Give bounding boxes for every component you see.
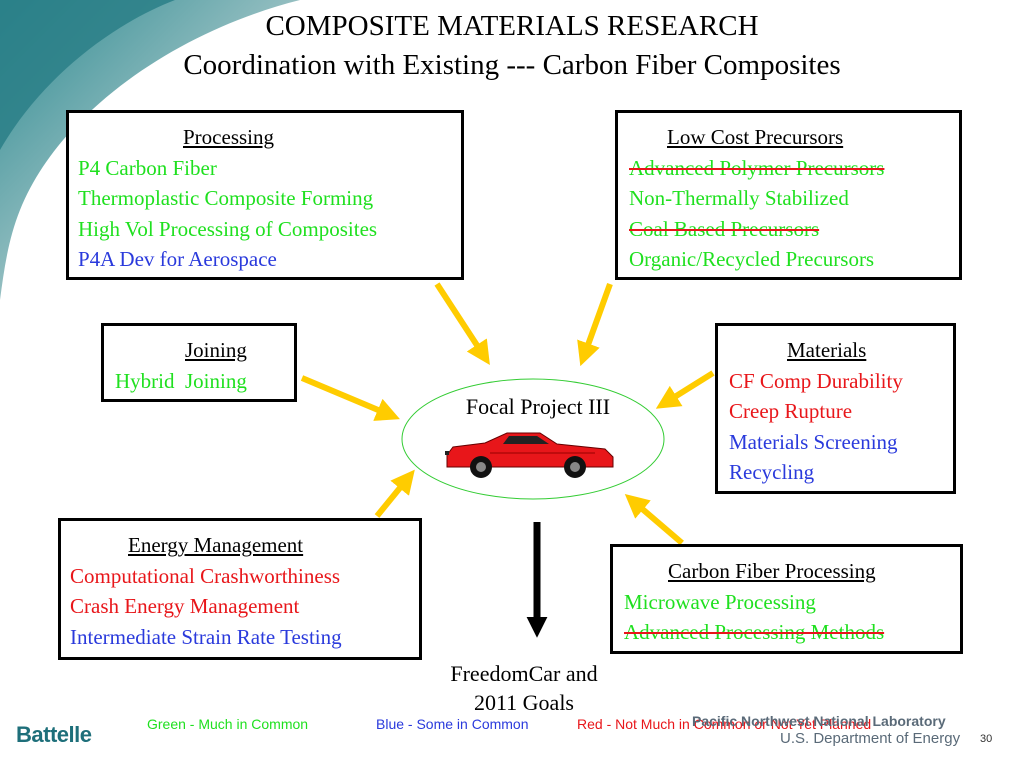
arrow-energy xyxy=(374,469,415,518)
goal-line1: FreedomCar and xyxy=(450,661,598,686)
doe-logo: U.S. Department of Energy xyxy=(780,730,961,747)
precursors-box: Low Cost Precursors Advanced Polymer Pre… xyxy=(615,110,962,280)
materials-item: CF Comp Durability xyxy=(729,368,903,393)
energy-item: Crash Energy Management xyxy=(70,594,300,618)
arrow-precursors xyxy=(577,282,613,367)
materials-item: Creep Rupture xyxy=(729,399,853,423)
processing-heading: Processing xyxy=(183,125,274,149)
precursors-item: Non-Thermally Stabilized xyxy=(629,186,849,210)
goal-text: FreedomCar and 2011 Goals xyxy=(404,659,644,717)
arrow-processing xyxy=(434,282,490,366)
materials-item: Materials Screening xyxy=(729,429,898,454)
legend-green: Green - Much in Common xyxy=(147,716,309,732)
arrow-cfprocessing xyxy=(624,493,684,546)
arrow-joining xyxy=(300,375,400,421)
cfprocessing-heading: Carbon Fiber Processing xyxy=(668,559,876,583)
page-number: 30 xyxy=(980,733,993,745)
energy-item: Intermediate Strain Rate Testing xyxy=(70,624,342,649)
yellow-arrows xyxy=(300,282,715,546)
goal-line2: 2011 Goals xyxy=(473,690,574,715)
precursors-item: Coal Based Precursors xyxy=(629,216,820,241)
materials-box: Materials CF Comp Durability Creep Ruptu… xyxy=(715,323,956,494)
processing-item: High Vol Processing of Composites xyxy=(78,216,378,241)
pnnl-logo: Pacific Northwest National Laboratory xyxy=(692,713,946,729)
materials-heading: Materials xyxy=(787,338,867,362)
materials-item: Recycling xyxy=(729,460,815,484)
energy-item: Computational Crashworthiness xyxy=(70,563,341,588)
joining-heading: Joining xyxy=(185,338,247,362)
legend-blue: Blue - Some in Common xyxy=(376,716,529,732)
legend-red: Red - Not Much in Common or Not Yet Plan… xyxy=(577,716,872,732)
joining-item: Hybrid Joining xyxy=(115,368,247,393)
precursors-item: Advanced Polymer Precursors xyxy=(629,155,885,180)
energy-heading: Energy Management xyxy=(128,533,304,557)
precursors-item: Organic/Recycled Precursors xyxy=(629,247,875,271)
joining-box: Joining Hybrid Joining xyxy=(101,323,297,402)
swoosh-shape xyxy=(0,0,300,300)
title-line1: COMPOSITE MATERIALS RESEARCH xyxy=(265,10,759,42)
red-car-icon xyxy=(445,432,614,478)
processing-item: P4 Carbon Fiber xyxy=(78,155,217,180)
cfprocessing-item: Advanced Processing Methods xyxy=(624,620,885,644)
processing-item: P4A Dev for Aerospace xyxy=(78,247,277,271)
battelle-logo: Battelle xyxy=(16,722,92,747)
cfprocessing-item: Microwave Processing xyxy=(624,589,816,614)
processing-box: Processing P4 Carbon Fiber Thermoplastic… xyxy=(66,110,464,280)
processing-item: Thermoplastic Composite Forming xyxy=(78,186,374,210)
title-line2: Coordination with Existing --- Carbon Fi… xyxy=(183,49,841,81)
focal-label: Focal Project III xyxy=(465,394,611,419)
energy-box: Energy Management Computational Crashwor… xyxy=(58,518,422,660)
arrow-materials xyxy=(655,370,715,409)
precursors-heading: Low Cost Precursors xyxy=(667,125,844,149)
cfprocessing-box: Carbon Fiber Processing Microwave Proces… xyxy=(610,544,963,654)
